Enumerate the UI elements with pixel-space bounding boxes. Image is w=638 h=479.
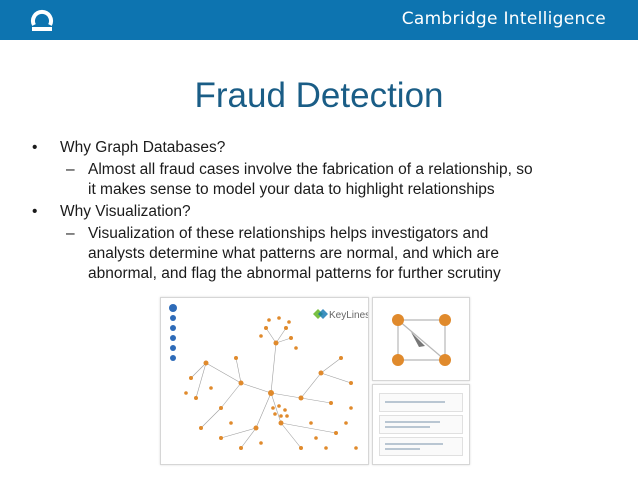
bullet-item: • Why Visualization?: [32, 202, 612, 222]
sub-bullet-line: it makes sense to model your data to hig…: [88, 181, 495, 198]
graph-visualization-screenshot: KeyLines: [160, 297, 370, 465]
sub-bullet-line: analysts determine what patterns are nor…: [88, 245, 499, 262]
panel-row: [379, 437, 463, 456]
sub-bullet-line: abnormal, and flag the abnormal patterns…: [88, 265, 501, 282]
fit-icon: [170, 335, 176, 341]
cambridge-intelligence-logo-icon: [31, 9, 53, 31]
bullet-mark: •: [32, 139, 38, 156]
network-graph: KeyLines: [169, 304, 370, 450]
graph-toolbar: [169, 304, 177, 361]
brand-name: Cambridge Intelligence: [401, 9, 606, 29]
navigate-icon: [169, 304, 177, 312]
bullet-item: • Why Graph Databases?: [32, 138, 612, 158]
bullet-mark: •: [32, 203, 38, 220]
zoom-in-icon: [170, 345, 176, 351]
pattern-edges: [397, 319, 446, 361]
bullet-list: • Why Graph Databases? – Almost all frau…: [32, 138, 612, 286]
expand-icon: [170, 315, 176, 321]
bullet-text: Why Visualization?: [60, 203, 191, 220]
pattern-graph: [392, 314, 451, 366]
sub-bullet-item: – Visualization of these relationships h…: [32, 224, 612, 284]
arrow-icon: [411, 332, 425, 347]
panel-row: [379, 415, 463, 434]
pattern-nodes: [392, 314, 451, 366]
graph-edges: [190, 327, 352, 449]
sub-bullet-line: Almost all fraud cases involve the fabri…: [88, 161, 533, 178]
bullet-text: Why Graph Databases?: [60, 139, 226, 156]
shuffle-icon: [170, 325, 176, 331]
dash-mark: –: [66, 161, 75, 178]
header-bar: Cambridge Intelligence: [0, 0, 638, 40]
keylines-logo-text: KeyLines: [329, 310, 368, 321]
sub-bullet-item: – Almost all fraud cases involve the fab…: [32, 160, 612, 200]
dash-mark: –: [66, 225, 75, 242]
slide-title: Fraud Detection: [194, 76, 444, 115]
panel-row: [379, 393, 463, 412]
keylines-logo: KeyLines: [313, 309, 370, 321]
filter-panel-screenshot: [372, 384, 470, 465]
graph-nodes: [184, 316, 358, 450]
pattern-visualization-screenshot: [372, 297, 470, 381]
sub-bullet-line: Visualization of these relationships hel…: [88, 225, 489, 242]
zoom-out-icon: [170, 355, 176, 361]
